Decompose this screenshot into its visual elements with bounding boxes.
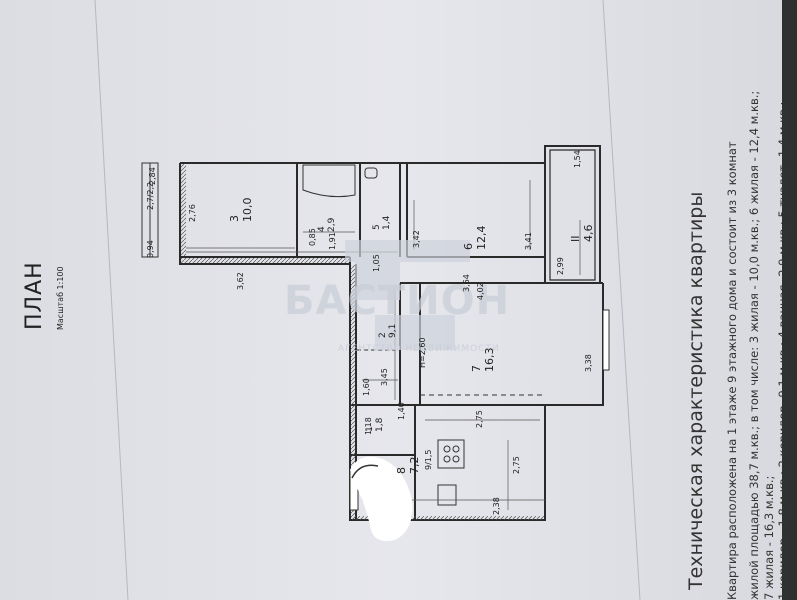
dim: 3,41	[524, 232, 533, 250]
handwritten-scribble	[350, 456, 413, 541]
room-label-text: 16,3	[483, 347, 496, 373]
room-label-text: 5	[372, 224, 382, 230]
dim: 2,84	[148, 167, 157, 185]
dim: 0,85	[308, 228, 317, 246]
balcony-wall	[549, 149, 596, 281]
room-label-text: 1,4	[382, 215, 392, 230]
toilet-fixture	[364, 167, 378, 179]
dim: 1,54	[573, 150, 582, 168]
dim: 3,38	[584, 354, 593, 372]
dim-window: 2,7/2,2	[146, 181, 155, 210]
room-label-text: 2	[378, 332, 388, 338]
dim: 2,38	[492, 497, 501, 515]
room-label-text: 7,2	[408, 456, 421, 475]
dim: 2,75	[475, 410, 484, 428]
room-label-text: 2,9	[327, 217, 337, 232]
room-label-text: 1,8	[375, 417, 385, 432]
tech-line-3: 7 жилая - 16,3 м.кв.;	[762, 475, 776, 600]
tech-line-1: Квартира расположена на 1 этаже 9 этажно…	[725, 141, 739, 600]
dim: 1,91	[328, 232, 337, 250]
watermark-name: БАСТИОН	[284, 278, 511, 324]
dim: 3,64	[462, 274, 471, 292]
plan-scale: Масштаб 1:100	[56, 266, 65, 330]
dim: 3,42	[412, 230, 421, 248]
room-label-text: 7	[470, 365, 483, 372]
dim: 1,40	[397, 402, 406, 420]
room-label-text: 4	[317, 226, 327, 232]
room-label-text: 10,0	[241, 197, 254, 223]
dim-height: H=2,60	[418, 337, 427, 368]
bathtub	[302, 164, 356, 198]
dim: 1,18	[364, 417, 373, 435]
room-label-text: II	[569, 235, 582, 243]
tech-line-4: 1 коридор - 1,8 м.кв.; 2 коридор- 9,1 м.…	[776, 101, 790, 600]
dim-window: 9/1,5	[424, 449, 433, 470]
dim: 2,75	[512, 456, 521, 474]
plan-title: ПЛАН	[22, 261, 47, 330]
dim: 3,45	[380, 368, 389, 386]
dim: 4,02	[476, 282, 485, 300]
window	[602, 309, 610, 371]
wall	[179, 257, 350, 265]
dim: 1,05	[372, 254, 381, 272]
tech-title: Техническая характеристика квартиры	[685, 191, 707, 590]
room-label-text: 12,4	[475, 225, 488, 251]
dim: 1,60	[362, 378, 371, 396]
watermark-tagline: АГЕНТСТВО НЕДВИЖИМОСТИ	[338, 344, 500, 354]
stove	[437, 439, 465, 506]
tech-line-2: жилой площадью 38,7 м.кв.; в том числе: …	[747, 90, 761, 600]
room-label-text: 8	[395, 467, 408, 474]
dim: 2,76	[188, 204, 197, 222]
room-label-text: 6	[462, 243, 475, 250]
room-label-text: 4,6	[582, 224, 595, 243]
dim: 2,99	[556, 257, 565, 275]
dim: 0,94	[146, 240, 155, 258]
dim: 3,62	[236, 272, 245, 290]
room-label-text: 9,1	[388, 323, 398, 338]
room-label-text: 3	[228, 215, 241, 222]
